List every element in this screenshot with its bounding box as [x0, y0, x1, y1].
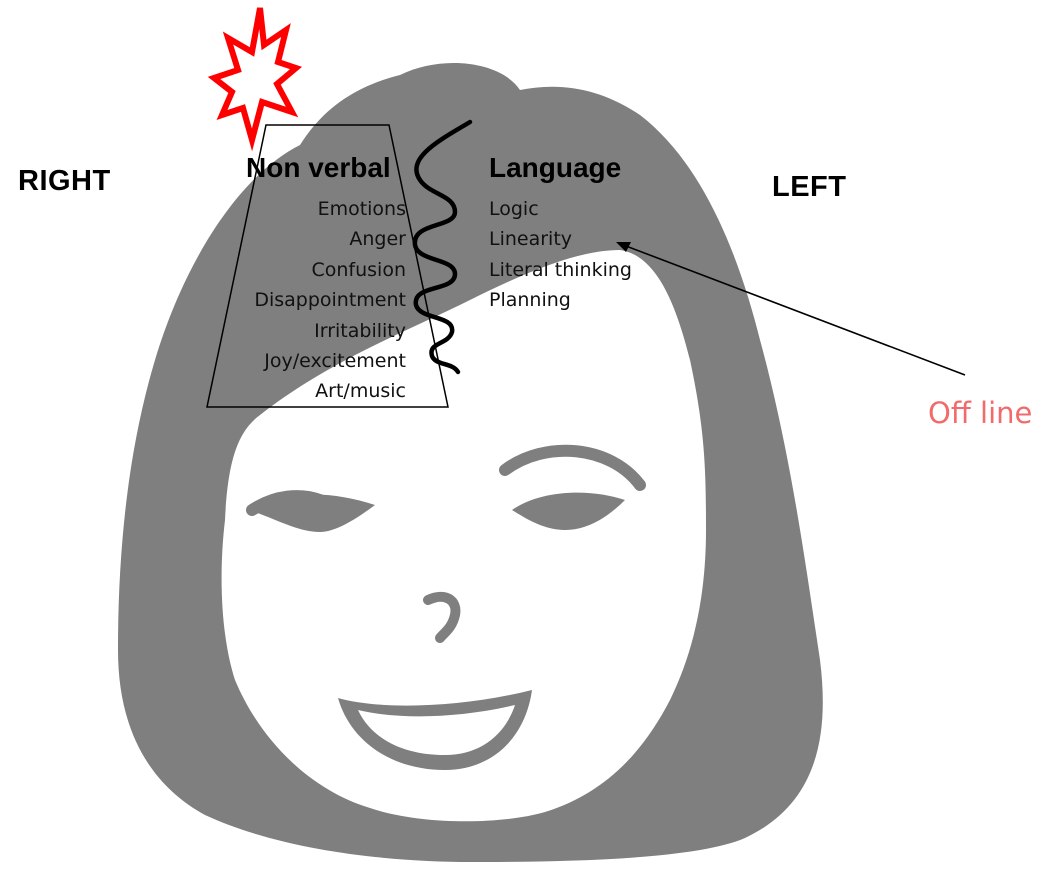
list-item: Irritability [200, 316, 406, 346]
list-item: Disappointment [200, 285, 406, 315]
list-item: Linearity [489, 224, 632, 254]
left-side-label: LEFT [772, 171, 847, 204]
list-item: Planning [489, 285, 632, 315]
list-item: Joy/excitement [200, 346, 406, 376]
left-hemisphere-heading: Language [489, 152, 621, 184]
left-hemisphere-list: Logic Linearity Literal thinking Plannin… [489, 194, 632, 316]
explosion-burst-icon [214, 8, 296, 140]
right-hemisphere-heading: Non verbal [246, 152, 391, 184]
list-item: Literal thinking [489, 255, 632, 285]
list-item: Confusion [200, 255, 406, 285]
list-item: Logic [489, 194, 632, 224]
right-hemisphere-list: Emotions Anger Confusion Disappointment … [200, 194, 406, 407]
right-side-label: RIGHT [18, 165, 111, 198]
list-item: Emotions [200, 194, 406, 224]
list-item: Anger [200, 224, 406, 254]
list-item: Art/music [200, 376, 406, 406]
offline-callout: Off line [928, 396, 1032, 430]
